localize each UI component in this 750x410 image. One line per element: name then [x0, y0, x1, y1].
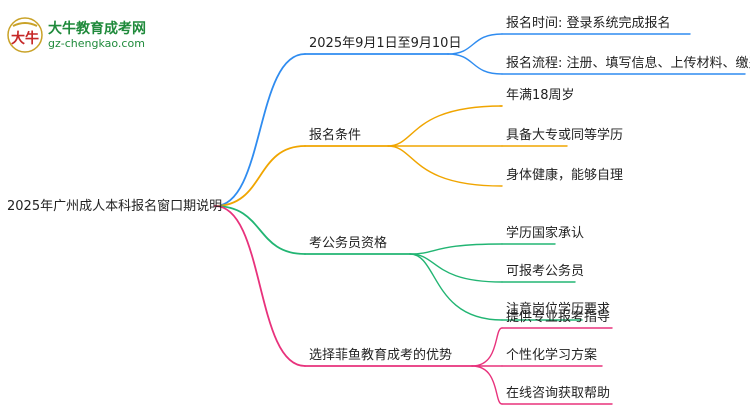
leaf-node[interactable]: 报名流程: 注册、填写信息、上传材料、缴费 [506, 56, 750, 71]
root-node[interactable]: 2025年广州成人本科报名窗口期说明 [7, 199, 223, 214]
leaf-node[interactable]: 个性化学习方案 [506, 348, 598, 363]
branch-leaf-connector [387, 145, 503, 187]
leaf-node[interactable]: 学历国家承认 [506, 226, 585, 241]
branch-node[interactable]: 选择菲鱼教育成考的优势 [309, 348, 453, 363]
branch-leaf-connector [409, 243, 503, 255]
logo-glyph: 大牛 [11, 30, 39, 47]
branch-node[interactable]: 报名条件 [309, 128, 362, 143]
branch-leaf-connector [471, 365, 503, 405]
branch-node[interactable]: 考公务员资格 [309, 236, 388, 251]
leaf-node[interactable]: 提供专业报考指导 [506, 310, 611, 325]
leaf-node[interactable]: 年满18周岁 [506, 88, 575, 103]
root-branch-connector [214, 205, 306, 367]
branch-node[interactable]: 2025年9月1日至9月10日 [309, 36, 462, 51]
leaf-node[interactable]: 在线咨询获取帮助 [506, 386, 611, 401]
leaf-node[interactable]: 报名时间: 登录系统完成报名 [506, 16, 671, 31]
branch-leaf-connector [387, 105, 503, 147]
branch-leaf-connector [409, 253, 503, 283]
brand-url: gz-chengkao.com [48, 37, 145, 50]
branch-leaf-connector [471, 327, 503, 367]
root-branch-connector [214, 145, 306, 207]
leaf-node[interactable]: 具备大专或同等学历 [506, 128, 624, 143]
brand-logo[interactable]: 大牛 大牛教育成考网 gz-chengkao.com [6, 14, 176, 56]
branch-leaf-connector [447, 33, 503, 55]
branch-leaf-connector [447, 53, 503, 75]
leaf-node[interactable]: 身体健康，能够自理 [506, 168, 624, 183]
root-branch-connector [214, 205, 306, 255]
brand-title: 大牛教育成考网 [48, 21, 146, 37]
root-branch-connector [214, 53, 306, 207]
leaf-node[interactable]: 可报考公务员 [506, 264, 585, 279]
bull-logo-icon: 大牛 [7, 17, 43, 53]
leaf-node[interactable]: 注意岗位学历要求 [506, 302, 611, 317]
branch-leaf-connector [409, 253, 503, 321]
